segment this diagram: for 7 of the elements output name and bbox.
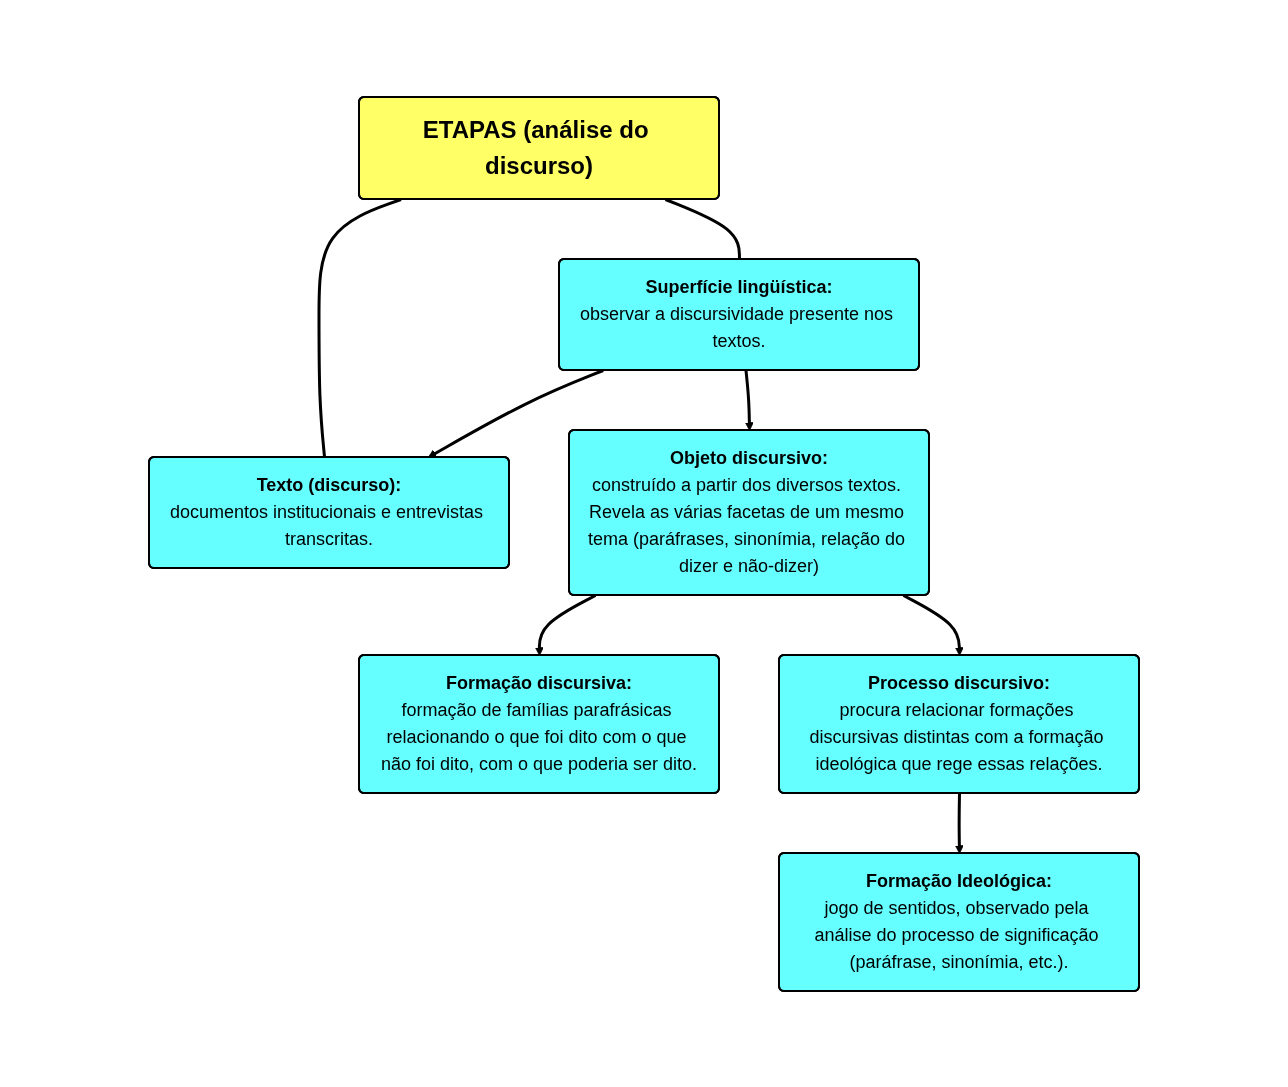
connector	[317, 197, 402, 458]
arrow	[954, 792, 964, 854]
arrow	[534, 593, 597, 656]
arrow	[744, 369, 754, 431]
arrow	[902, 593, 964, 656]
connector	[664, 197, 741, 260]
arrow	[427, 368, 604, 458]
